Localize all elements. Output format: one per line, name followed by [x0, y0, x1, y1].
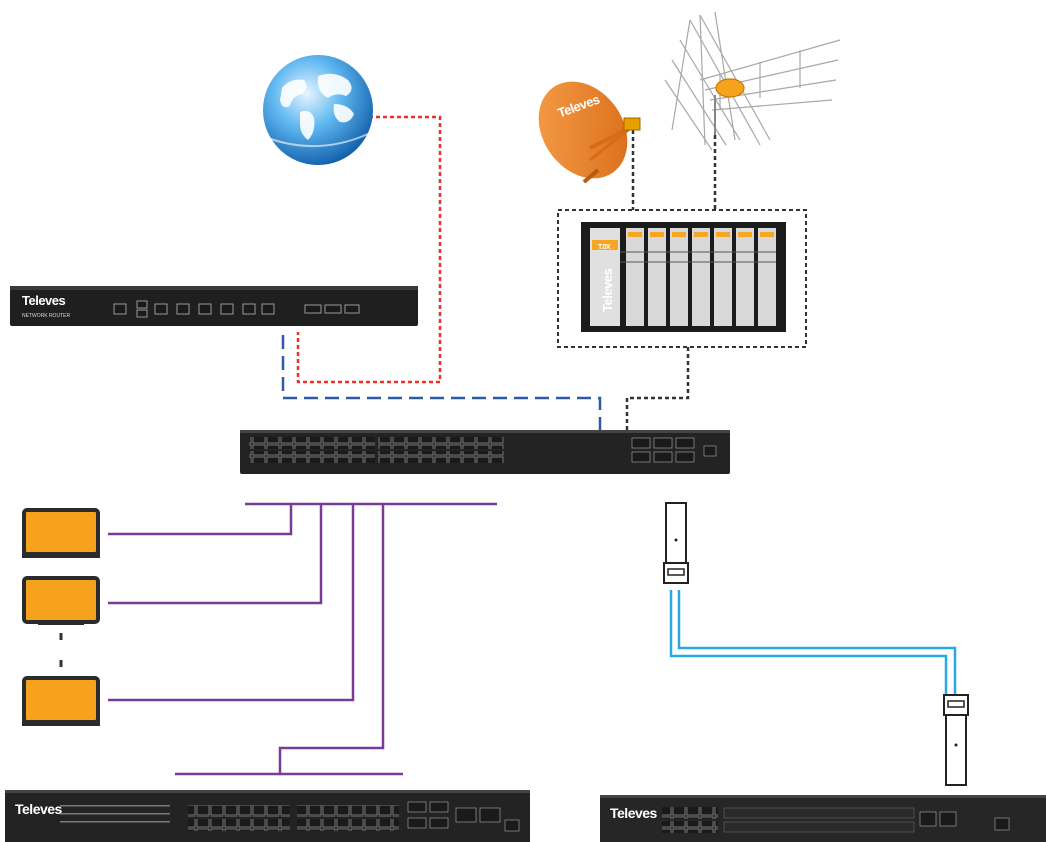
headend-brand: Televes: [600, 268, 615, 312]
router-model: NETWORK ROUTER: [22, 313, 70, 319]
headend-module-label: T.0X: [598, 244, 611, 251]
lan-bus: [108, 502, 497, 776]
fiber-switch: Televes: [600, 795, 1046, 842]
access-switch: Televes: [5, 790, 530, 842]
router-brand: Televes: [22, 293, 66, 308]
tv-icon: [22, 676, 100, 726]
headend-frame: [557, 209, 807, 348]
access-switch-brand: Televes: [15, 801, 63, 817]
headend-switch-link: [625, 347, 690, 430]
terrestrial-antenna-icon: [664, 11, 841, 151]
globe-icon: [263, 55, 373, 165]
headend-modules: [626, 228, 776, 326]
core-switch-sfp-ports: [631, 437, 717, 463]
headend-chassis: T.0X Televes: [581, 222, 786, 332]
fiber-switch-brand: Televes: [610, 805, 658, 821]
router: Televes NETWORK ROUTER: [10, 286, 418, 326]
router-switch-link: [281, 335, 602, 430]
tv-icon: [22, 508, 100, 558]
router-ports: [113, 300, 360, 318]
satellite-dish-icon: Televes: [538, 81, 641, 184]
fiber-link: [669, 590, 957, 695]
internet-link: [296, 115, 442, 384]
core-switch: [240, 430, 730, 474]
sfp-module-icon: [943, 694, 969, 786]
connections: [108, 115, 957, 776]
tv-icon: [22, 576, 100, 625]
sfp-module-icon: [663, 502, 689, 584]
